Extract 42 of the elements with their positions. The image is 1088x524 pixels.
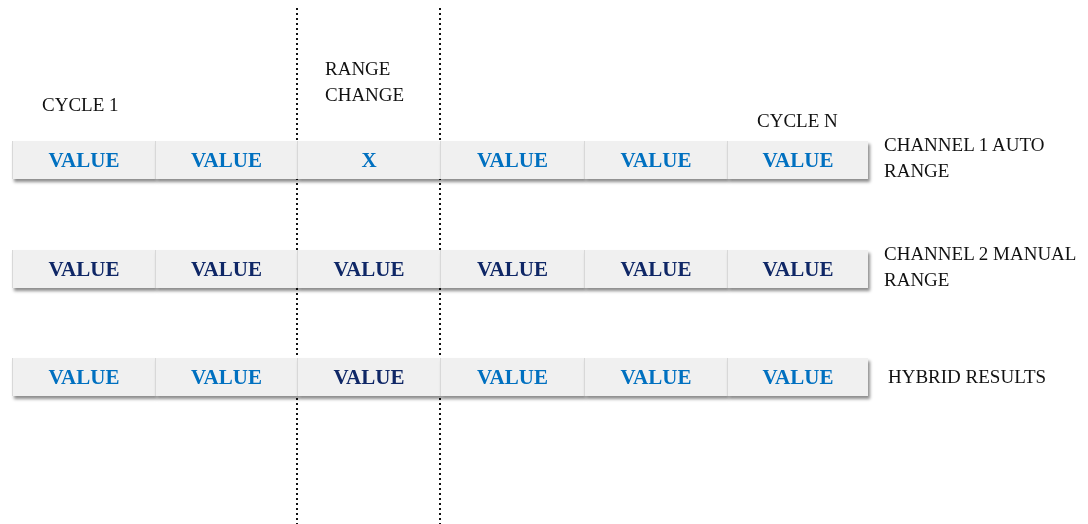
cell-value: VALUE xyxy=(762,256,834,282)
cycle-label: CYCLE N xyxy=(757,109,839,133)
value-cell xyxy=(155,250,297,288)
value-cell xyxy=(440,141,584,179)
column-label: RANGE CHANGE xyxy=(325,57,406,107)
cell-value: VALUE xyxy=(477,364,548,390)
value-cell xyxy=(584,141,727,179)
cell-value: VALUE xyxy=(333,364,405,390)
cell-value: VALUE xyxy=(48,364,120,390)
cell-value: X xyxy=(361,147,377,173)
value-cell xyxy=(155,358,297,396)
cell-value: VALUE xyxy=(762,147,834,173)
value-cell xyxy=(297,141,440,179)
value-cell xyxy=(584,358,727,396)
value-cell xyxy=(584,250,727,288)
cell-value: VALUE xyxy=(191,364,262,390)
value-cell xyxy=(12,250,155,288)
value-cell xyxy=(297,250,440,288)
value-cell xyxy=(155,141,297,179)
cell-value: VALUE xyxy=(762,364,834,390)
value-cell xyxy=(727,358,868,396)
cell-value: VALUE xyxy=(48,147,120,173)
row-label: CHANNEL 1 AUTO RANGE xyxy=(884,133,1046,183)
cell-value: VALUE xyxy=(477,147,548,173)
row-label: HYBRID RESULTS xyxy=(888,365,1048,389)
value-cell xyxy=(727,250,868,288)
value-cell xyxy=(440,250,584,288)
cell-value: VALUE xyxy=(620,364,692,390)
value-cell xyxy=(727,141,868,179)
value-cell xyxy=(297,358,440,396)
cell-value: VALUE xyxy=(620,147,692,173)
cell-value: VALUE xyxy=(333,256,405,282)
value-cell xyxy=(440,358,584,396)
cycle-label: CYCLE 1 xyxy=(42,93,120,117)
cell-value: VALUE xyxy=(48,256,120,282)
cell-value: VALUE xyxy=(620,256,692,282)
cell-value: VALUE xyxy=(191,256,262,282)
value-cell xyxy=(12,141,155,179)
cell-value: VALUE xyxy=(191,147,262,173)
cell-value: VALUE xyxy=(477,256,548,282)
value-cell xyxy=(12,358,155,396)
row-label: CHANNEL 2 MANUAL RANGE xyxy=(884,242,1077,292)
